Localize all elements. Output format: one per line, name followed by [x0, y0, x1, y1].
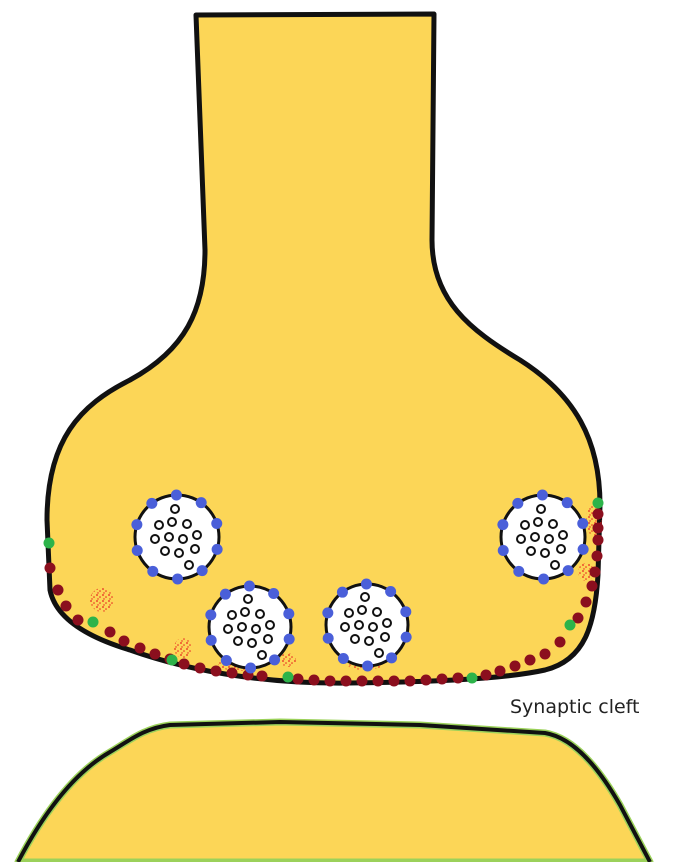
vesicle-protein — [197, 565, 208, 576]
vesicle-protein — [322, 607, 333, 618]
membrane-protein — [325, 676, 336, 687]
vesicle-protein — [147, 566, 158, 577]
membrane-protein — [227, 668, 238, 679]
membrane-protein — [257, 671, 268, 682]
vesicle-membrane — [135, 495, 219, 579]
membrane-protein — [495, 666, 506, 677]
membrane-protein — [150, 649, 161, 660]
membrane-protein — [593, 509, 604, 520]
vesicle-protein — [172, 573, 183, 584]
vesicle-protein — [171, 490, 182, 501]
vesicle-protein — [361, 579, 372, 590]
membrane-protein — [179, 659, 190, 670]
membrane-protein — [592, 551, 603, 562]
vesicle-membrane — [501, 495, 585, 579]
vesicle-protein — [385, 586, 396, 597]
vesicle-protein — [206, 635, 217, 646]
vesicle-protein — [578, 544, 589, 555]
vesicle-protein — [220, 589, 231, 600]
release-spray — [90, 588, 114, 612]
vesicle-protein — [538, 573, 549, 584]
membrane-protein — [453, 673, 464, 684]
membrane-protein — [481, 670, 492, 681]
membrane-protein — [211, 666, 222, 677]
vesicle-protein — [284, 634, 295, 645]
vesicle-protein — [338, 653, 349, 664]
membrane-protein — [593, 523, 604, 534]
vesicle-protein — [283, 608, 294, 619]
membrane-protein — [293, 674, 304, 685]
membrane-protein — [105, 627, 116, 638]
vesicle-protein — [196, 497, 207, 508]
membrane-protein-green — [167, 655, 178, 666]
synaptic-cleft-label: Synaptic cleft — [510, 696, 639, 718]
membrane-protein — [587, 581, 598, 592]
vesicle-protein — [131, 519, 142, 530]
vesicle-protein — [269, 654, 280, 665]
vesicle-protein — [563, 565, 574, 576]
vesicle-protein — [132, 545, 143, 556]
vesicle-protein — [212, 544, 223, 555]
membrane-protein — [421, 675, 432, 686]
postsynaptic-cell — [18, 722, 650, 862]
membrane-protein — [45, 563, 56, 574]
membrane-protein — [525, 655, 536, 666]
membrane-protein-green — [283, 672, 294, 683]
membrane-protein — [309, 675, 320, 686]
membrane-protein-green — [44, 538, 55, 549]
release-spray — [280, 653, 296, 667]
membrane-protein — [119, 636, 130, 647]
release-spray — [174, 638, 192, 658]
vesicle-protein — [268, 588, 279, 599]
membrane-protein — [53, 585, 64, 596]
membrane-protein — [593, 535, 604, 546]
vesicle-protein — [211, 518, 222, 529]
vesicle-protein — [512, 498, 523, 509]
membrane-protein — [405, 676, 416, 687]
membrane-protein-green — [593, 498, 604, 509]
vesicle-protein — [244, 581, 255, 592]
vesicle-protein — [221, 655, 232, 666]
vesicle-protein — [386, 652, 397, 663]
membrane-protein — [373, 676, 384, 687]
membrane-protein — [590, 567, 601, 578]
vesicle-membrane — [326, 584, 408, 666]
membrane-protein-green — [467, 673, 478, 684]
membrane-protein — [73, 615, 84, 626]
membrane-protein — [357, 676, 368, 687]
membrane-protein — [540, 649, 551, 660]
membrane-protein — [389, 676, 400, 687]
presynaptic-terminal — [47, 14, 600, 683]
membrane-protein — [61, 601, 72, 612]
vesicle-protein — [205, 609, 216, 620]
membrane-protein — [555, 637, 566, 648]
membrane-protein — [437, 674, 448, 685]
vesicle-protein — [337, 587, 348, 598]
vesicle-protein — [245, 662, 256, 673]
vesicle-protein — [146, 498, 157, 509]
vesicle-protein — [562, 497, 573, 508]
membrane-protein-green — [565, 620, 576, 631]
membrane-protein — [510, 661, 521, 672]
membrane-protein — [135, 643, 146, 654]
vesicle-protein — [537, 490, 548, 501]
vesicle-protein — [498, 545, 509, 556]
vesicle-protein — [577, 518, 588, 529]
membrane-protein — [341, 676, 352, 687]
vesicle-protein — [323, 633, 334, 644]
vesicle-protein — [362, 660, 373, 671]
membrane-protein — [195, 663, 206, 674]
vesicle-protein — [513, 566, 524, 577]
membrane-protein-green — [88, 617, 99, 628]
vesicle-protein — [400, 606, 411, 617]
vesicle-protein — [401, 632, 412, 643]
vesicle-protein — [497, 519, 508, 530]
vesicle-membrane — [209, 586, 291, 668]
membrane-protein — [581, 597, 592, 608]
